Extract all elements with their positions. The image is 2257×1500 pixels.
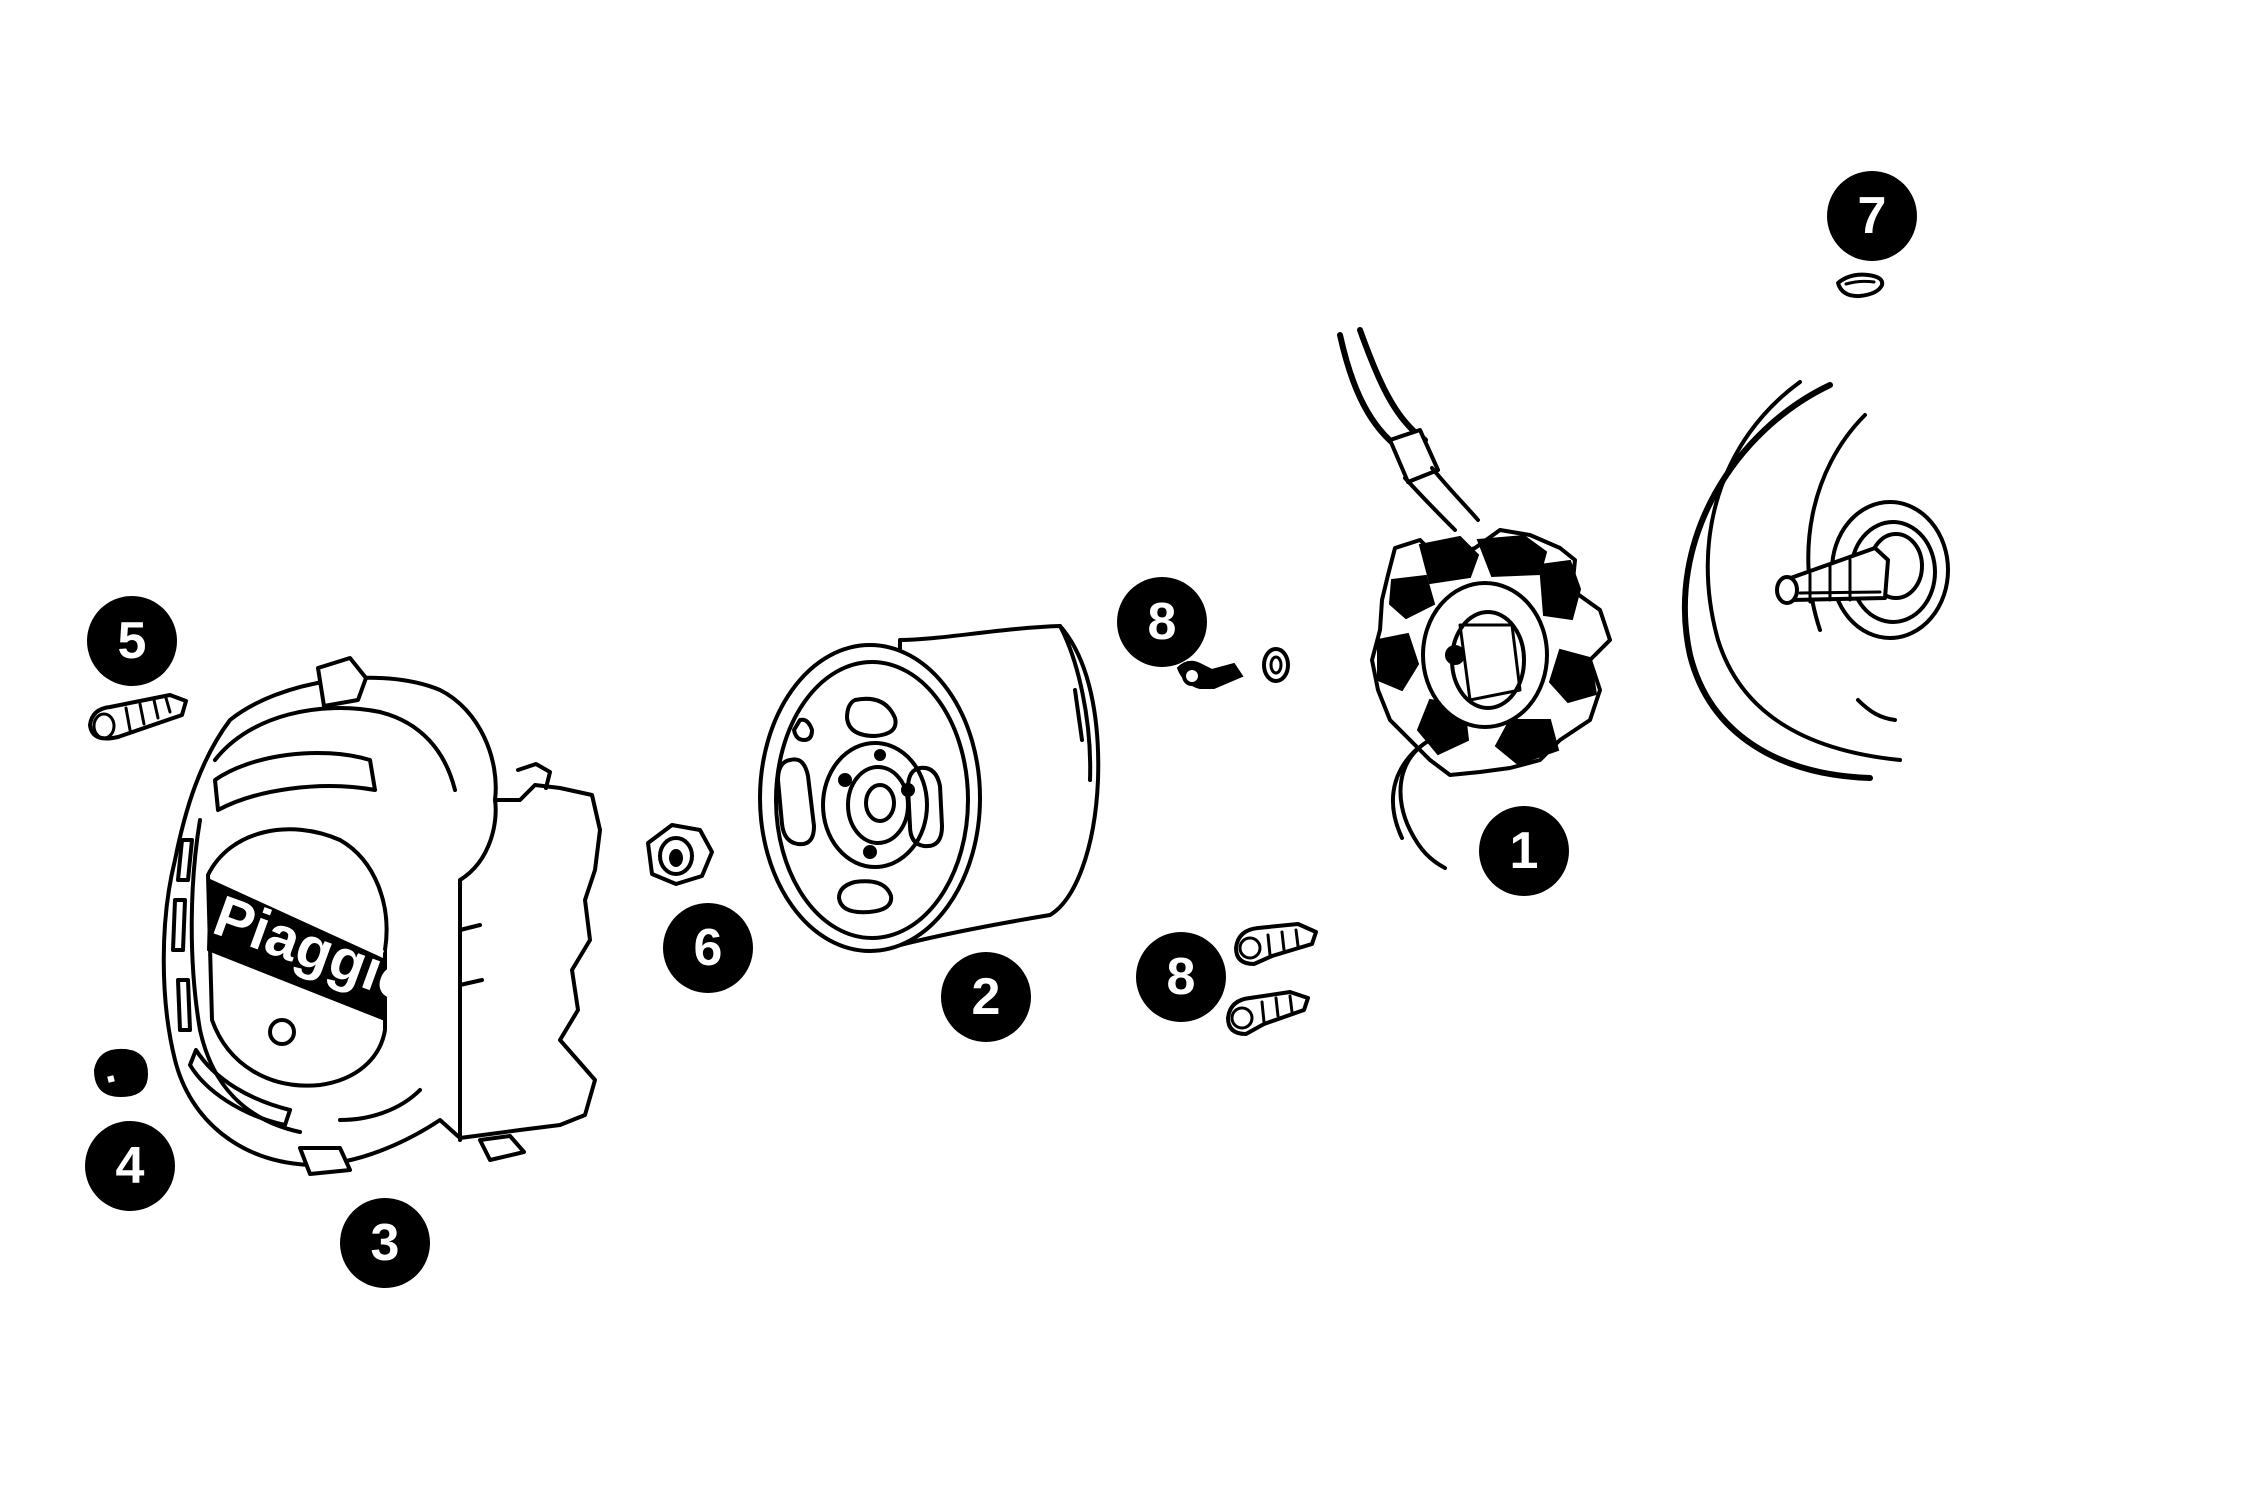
flywheel-part — [758, 624, 1101, 953]
cover-screw-part — [88, 693, 188, 741]
callout-7: 7 — [1827, 171, 1917, 261]
callout-5: 5 — [87, 596, 177, 686]
stator-screw-lower-part — [1226, 922, 1318, 1036]
callout-3-label: 3 — [371, 1214, 400, 1272]
callout-5-label: 5 — [118, 612, 147, 670]
callout-2-label: 2 — [972, 968, 1001, 1026]
callout-4-label: 4 — [116, 1137, 145, 1195]
callout-8-upper: 8 — [1117, 577, 1207, 667]
callout-2: 2 — [941, 952, 1031, 1042]
callout-1-label: 1 — [1510, 822, 1539, 880]
flywheel-nut-part — [646, 823, 714, 886]
stator-screw-upper-part — [1176, 647, 1290, 689]
cap-nut-part — [93, 1048, 149, 1098]
key-part — [1836, 272, 1885, 299]
callout-1: 1 — [1479, 806, 1569, 896]
callout-6: 6 — [663, 903, 753, 993]
stator-part — [1337, 327, 1612, 870]
callout-6-label: 6 — [694, 919, 723, 977]
callout-7-label: 7 — [1858, 187, 1887, 245]
callout-8-upper-label: 8 — [1148, 593, 1177, 651]
callout-8-lower: 8 — [1136, 932, 1226, 1022]
callout-8-lower-label: 8 — [1167, 948, 1196, 1006]
crankcase-hub-part — [1681, 380, 1950, 781]
callout-3: 3 — [340, 1198, 430, 1288]
fan-cover-part: Piaggio — [161, 656, 602, 1176]
callout-4: 4 — [85, 1121, 175, 1211]
